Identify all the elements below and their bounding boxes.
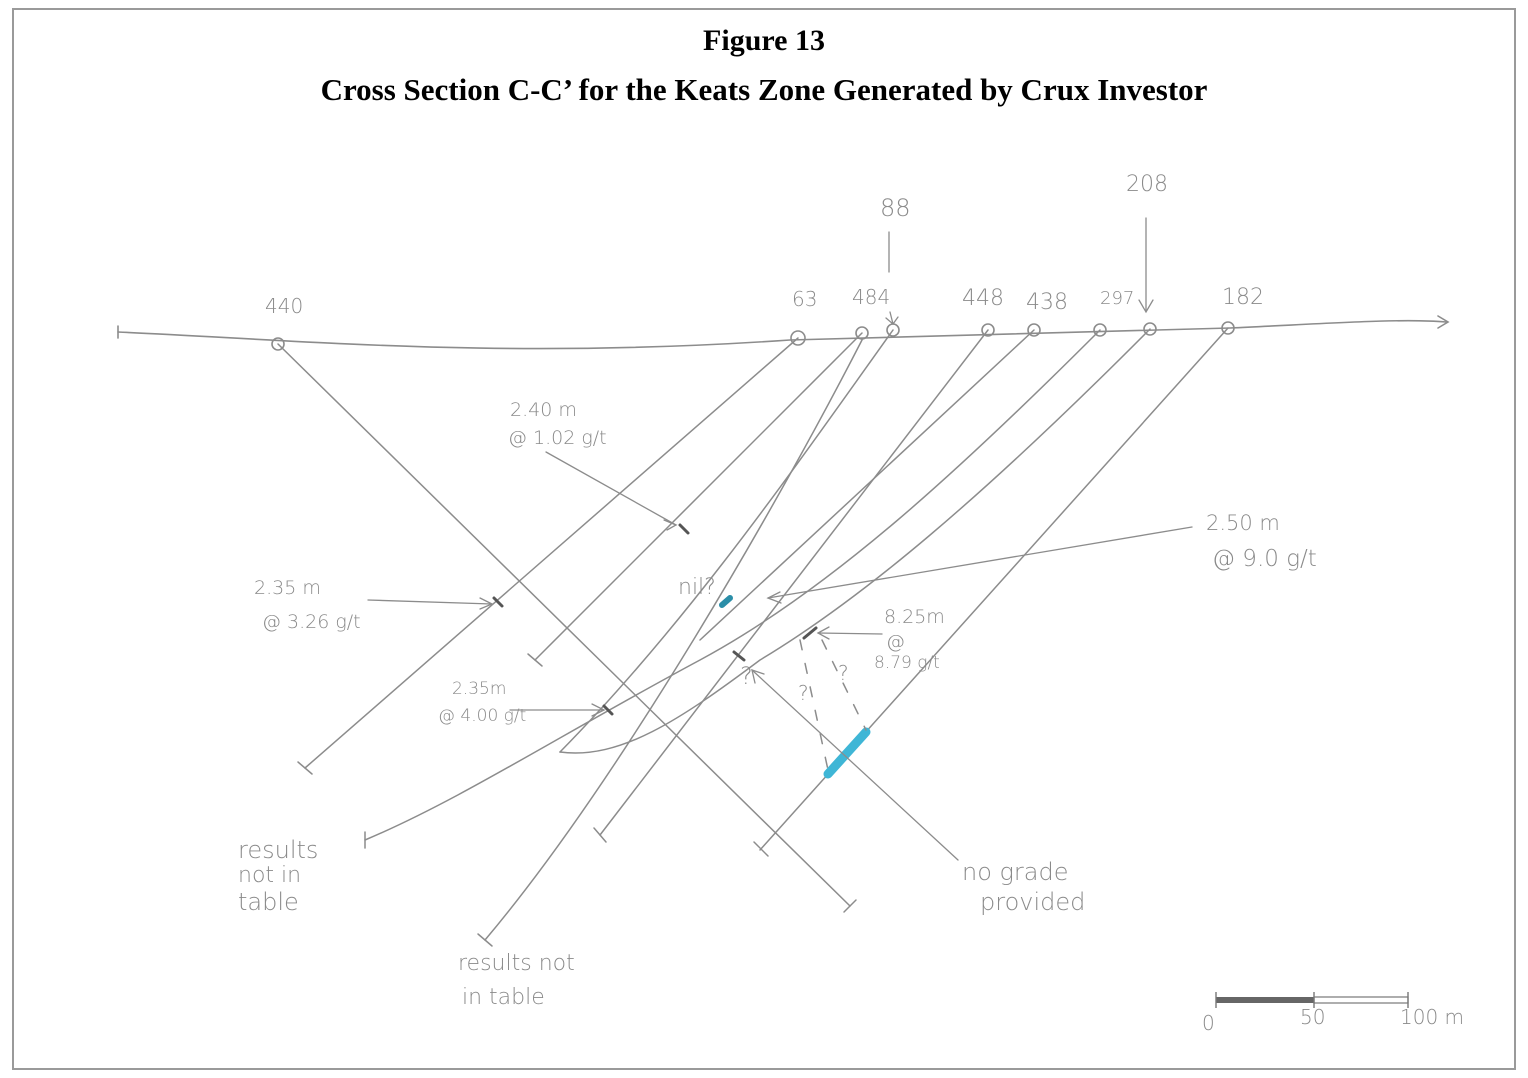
- leader-235a: [367, 599, 493, 605]
- drill-hole-440: [277, 343, 851, 907]
- annotation-250-length: 2.50 m: [1206, 511, 1280, 535]
- collar-label-297: 297: [1100, 288, 1134, 309]
- interval-marks: [492, 523, 818, 716]
- leader-no-grade-head: [751, 669, 765, 684]
- drill-hole-484: [559, 329, 894, 753]
- drill-hole-208: [559, 328, 1151, 754]
- leader-208-head: [1138, 299, 1154, 314]
- collar-label-63: 63: [792, 287, 817, 311]
- ground-surface-line: [117, 319, 1447, 350]
- figure-caption: Cross Section C-C’ for the Keats Zone Ge…: [320, 72, 1208, 107]
- dashed-correlation: [799, 639, 867, 771]
- collar-label-440: 440: [265, 294, 303, 318]
- leader-235a-head: [479, 597, 494, 610]
- results-not-in-table-2-line1: results not: [458, 951, 575, 976]
- collar-label-182: 182: [1222, 285, 1264, 310]
- annotation-235b-length: 2.35m: [452, 679, 506, 699]
- leader-235b-head: [591, 703, 606, 717]
- collar-63-marker: [790, 330, 806, 346]
- collar-markers: [271, 321, 1235, 351]
- drill-hole-448: [599, 329, 989, 836]
- scale-label-fifty: 50: [1300, 1005, 1325, 1029]
- annotation-825-at: @: [886, 631, 905, 653]
- leader-no-grade: [751, 669, 959, 861]
- annotation-nil: nil?: [678, 575, 716, 600]
- drill-hole-297: [364, 329, 1101, 841]
- leader-240-head: [663, 519, 678, 531]
- drill-hole-438: [699, 329, 1035, 641]
- interval-mark-b: [492, 596, 504, 608]
- scale-label-zero: 0: [1202, 1011, 1215, 1035]
- leader-arrows: [367, 217, 1193, 861]
- collar-440-marker: [271, 337, 285, 351]
- scale-label-hundred: 100 m: [1400, 1005, 1464, 1029]
- annotation-825-grade: 8.79 g/t: [874, 653, 940, 673]
- hole-end-tick-850: [843, 899, 857, 913]
- figure-frame: [12, 8, 1516, 1070]
- leader-240: [545, 451, 677, 526]
- annotation-question-2: ?: [798, 681, 809, 705]
- annotation-235b-grade: @ 4.00 g/t: [438, 706, 526, 726]
- leader-250: [767, 526, 1193, 599]
- dashed-link-1: [799, 639, 829, 771]
- collar-label-88: 88: [880, 194, 911, 222]
- figure-number: Figure 13: [703, 24, 825, 57]
- collar-label-438: 438: [1026, 290, 1068, 315]
- collar-484a-marker: [855, 326, 869, 340]
- annotation-question-3: ?: [838, 661, 849, 685]
- collar-label-448: 448: [962, 286, 1004, 311]
- nil-interval-highlight: [719, 595, 733, 608]
- hole-end-tick-305: [297, 761, 313, 775]
- results-not-in-table-1-line2: not in: [238, 863, 301, 888]
- scale-bar-empty-segment: [1313, 996, 1409, 1004]
- ground-right-arrow: [1437, 315, 1450, 329]
- scale-bar-filled-segment: [1216, 997, 1314, 1003]
- collar-448-marker: [981, 323, 995, 337]
- leader-825: [817, 632, 883, 635]
- drill-holes: [277, 327, 1229, 947]
- annotation-235a-length: 2.35 m: [254, 577, 321, 599]
- drill-hole-63b: [534, 332, 863, 661]
- results-not-in-table-1-line1: results: [238, 836, 318, 864]
- annotation-240-grade: @ 1.02 g/t: [508, 427, 607, 449]
- results-not-in-table-1-line3: table: [238, 888, 299, 916]
- hole-end-tick-600: [593, 827, 607, 843]
- collar-297b-marker: [1143, 322, 1157, 336]
- high-grade-interval-highlight: [823, 727, 871, 779]
- collar-438-marker: [1027, 323, 1041, 337]
- collar-label-208: 208: [1126, 172, 1168, 197]
- annotation-240-length: 2.40 m: [510, 399, 577, 421]
- drill-hole-63a: [304, 337, 799, 769]
- collar-182-marker: [1221, 321, 1235, 335]
- annotation-250-grade: @ 9.0 g/t: [1212, 546, 1317, 572]
- annotation-235a-grade: @ 3.26 g/t: [262, 611, 361, 633]
- interval-mark-d: [802, 626, 818, 640]
- collar-label-484: 484: [852, 285, 890, 309]
- no-grade-provided-line2: provided: [980, 888, 1085, 916]
- drill-hole-484b: [484, 339, 863, 941]
- results-not-in-table-2-line2: in table: [462, 985, 545, 1010]
- scale-bar: [1215, 992, 1409, 1008]
- hole-end-tick-485: [477, 933, 493, 947]
- dashed-link-2: [821, 639, 867, 731]
- leader-484: [885, 311, 899, 325]
- no-grade-provided-line1: no grade: [962, 858, 1069, 886]
- annotation-825-length: 8.25m: [884, 606, 945, 628]
- leader-825-head: [816, 626, 830, 640]
- annotation-question-1: ?: [740, 662, 753, 690]
- interval-mark-e: [732, 650, 746, 662]
- interval-mark-c: [602, 704, 614, 716]
- interval-mark-a: [678, 523, 690, 535]
- leader-250-head: [766, 591, 782, 604]
- hole-end-tick-760: [753, 841, 769, 857]
- hole-end-tick-535: [527, 653, 543, 667]
- collar-297a-marker: [1093, 323, 1107, 337]
